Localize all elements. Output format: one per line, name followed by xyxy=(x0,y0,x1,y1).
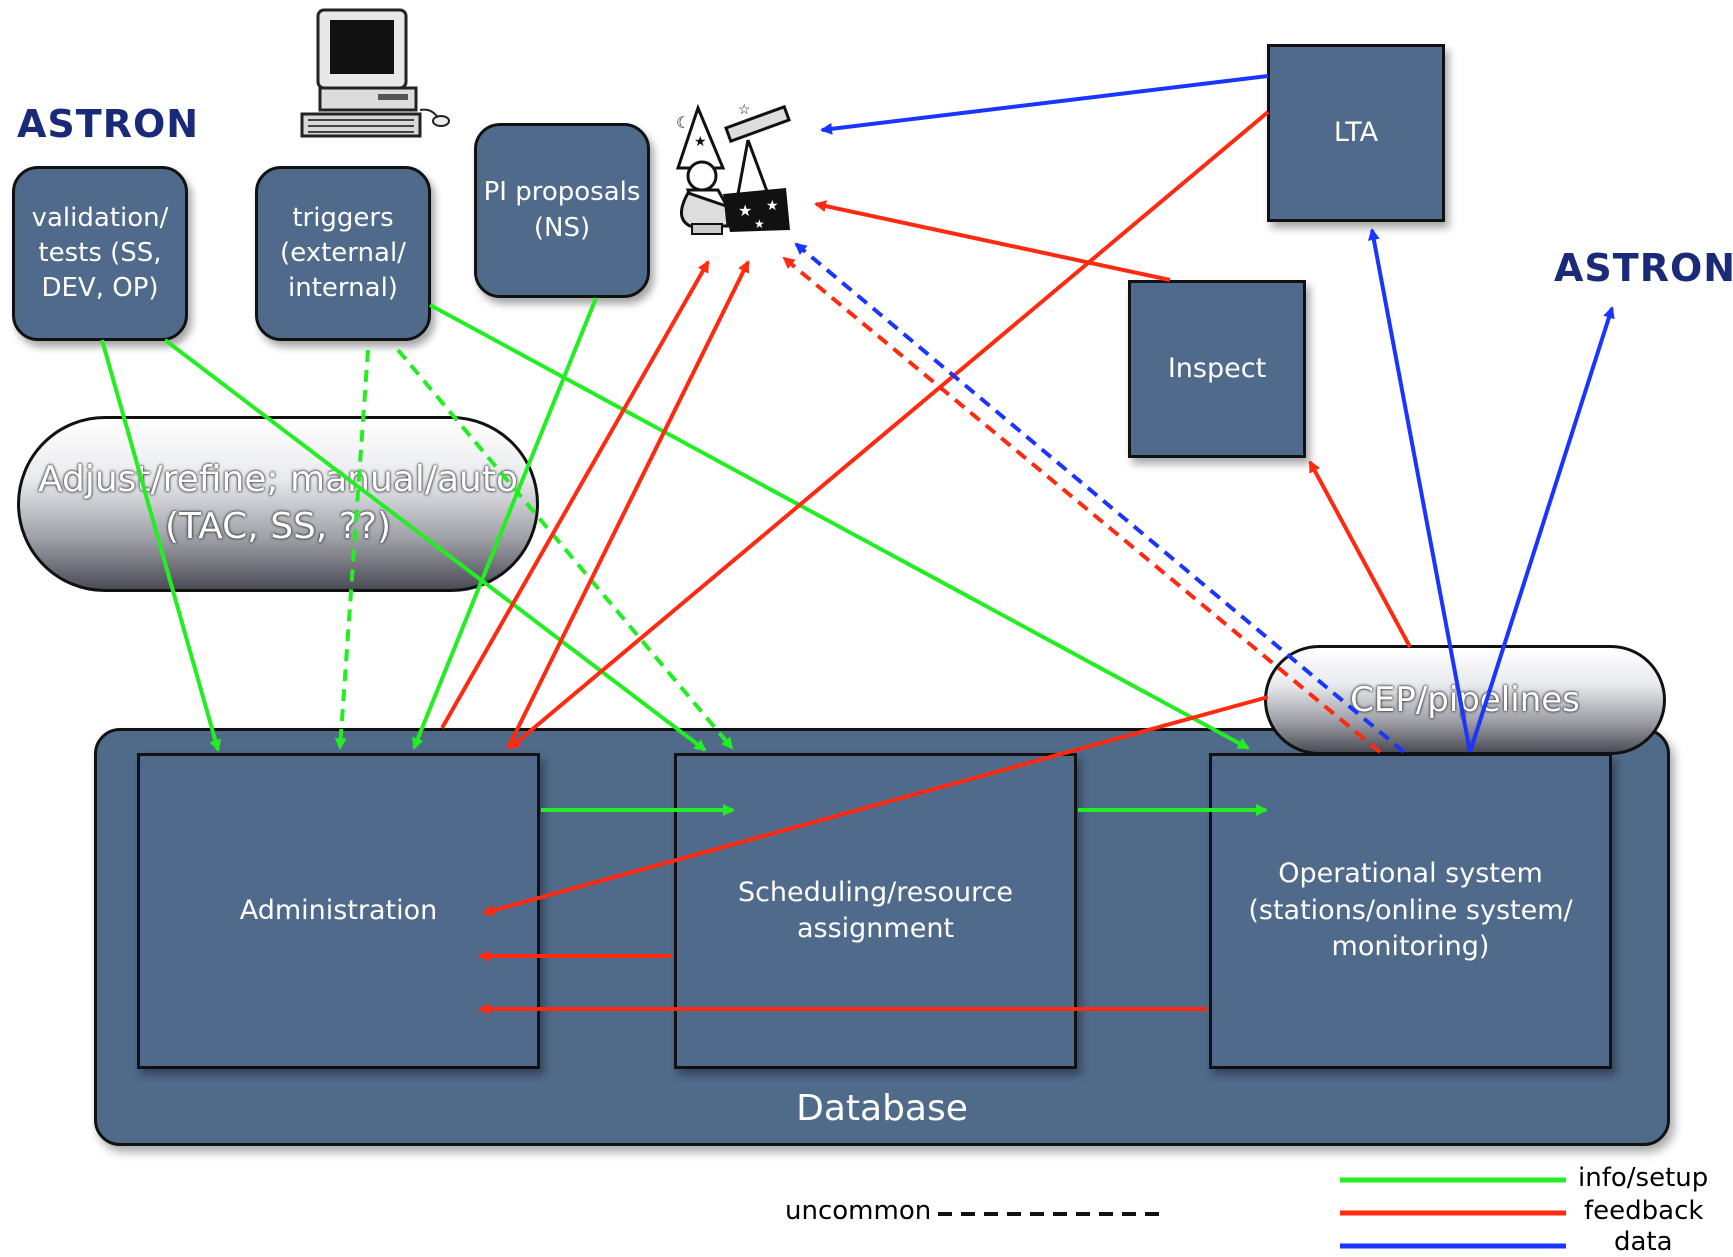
administration-label: Administration xyxy=(239,894,438,926)
legend-data-label: data xyxy=(1614,1227,1673,1257)
arrow-cep-to-inspect xyxy=(1308,460,1412,648)
scheduling-label: Scheduling/resource assignment xyxy=(737,876,1014,944)
svg-text:★: ★ xyxy=(766,197,779,213)
pi-proposals-label: PI proposals (NS) xyxy=(483,177,641,243)
arrow-admin-to-astronomer-2 xyxy=(506,260,750,749)
legend-feedback-label: feedback xyxy=(1584,1196,1704,1226)
astron-logo-top-left: ASTRON xyxy=(17,102,200,146)
legend-uncommon-label: uncommon xyxy=(785,1196,932,1226)
inspect-box: Inspect xyxy=(1128,280,1306,458)
legend-info-label: info/setup xyxy=(1578,1163,1709,1193)
arrow-lta-to-astronomer xyxy=(820,74,1269,135)
computer-icon xyxy=(300,8,450,138)
inspect-label: Inspect xyxy=(1167,352,1267,384)
adjust-refine-label: Adjust/refine; manual/auto (TAC, SS, ??) xyxy=(37,459,518,547)
astron-logo-right: ASTRON xyxy=(1554,246,1733,290)
lta-label: LTA xyxy=(1333,116,1379,148)
operational-system-label: Operational system (stations/online syst… xyxy=(1248,858,1573,963)
arrow-inspect-to-astronomer xyxy=(814,200,1171,282)
svg-text:★: ★ xyxy=(738,203,752,220)
cep-pipelines-label: CEP/pipelines xyxy=(1350,679,1580,720)
astronomer-telescope-icon: ★ ★ ★ ★ ☾ ☆ xyxy=(675,101,791,235)
operational-system-box: Operational system (stations/online syst… xyxy=(1209,753,1612,1069)
scheduling-box: Scheduling/resource assignment xyxy=(674,753,1077,1069)
triggers-box: triggers (external/ internal) xyxy=(255,166,431,341)
svg-text:☆: ☆ xyxy=(738,101,751,117)
svg-text:☾: ☾ xyxy=(676,115,690,132)
database-label: Database xyxy=(796,1088,968,1129)
svg-text:★: ★ xyxy=(694,133,707,149)
validation-tests-label: validation/ tests (SS, DEV, OP) xyxy=(31,202,169,304)
validation-tests-box: validation/ tests (SS, DEV, OP) xyxy=(12,166,188,341)
pi-proposals-box: PI proposals (NS) xyxy=(474,123,650,298)
svg-text:★: ★ xyxy=(754,217,765,231)
adjust-refine-pill: Adjust/refine; manual/auto (TAC, SS, ??) xyxy=(17,416,539,592)
triggers-label: triggers (external/ internal) xyxy=(280,202,406,304)
arrow-triggers-to-operational xyxy=(429,303,1250,750)
lta-box: LTA xyxy=(1267,44,1445,222)
cep-pipelines-pill: CEP/pipelines xyxy=(1264,645,1666,755)
administration-box: Administration xyxy=(137,753,540,1069)
